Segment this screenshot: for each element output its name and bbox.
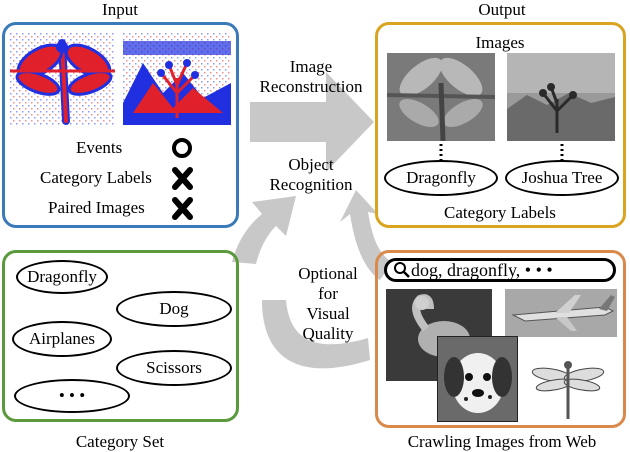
reconstructed-dragonfly-image xyxy=(387,53,495,141)
category-item-dog: Dog xyxy=(116,291,232,327)
input-title: Input xyxy=(102,0,138,19)
category-to-input-arrow xyxy=(232,196,296,264)
web-panel xyxy=(375,250,626,428)
optional-label: Optional for Visual Quality xyxy=(298,264,358,343)
image-reconstruction-label: Image Reconstruction xyxy=(259,57,363,96)
output-label-joshua-tree: Joshua Tree xyxy=(505,160,619,196)
output-label-dragonfly: Dragonfly xyxy=(384,160,498,196)
web-image-dragonfly xyxy=(528,345,608,421)
reconstruction-arrow xyxy=(250,72,374,172)
event-image-joshua-tree xyxy=(123,33,231,125)
category-labels-label: Category Labels xyxy=(40,168,152,187)
web-image-dog xyxy=(437,336,518,422)
web-image-airplane xyxy=(505,289,617,337)
search-text: dog, dragonfly, • • • xyxy=(411,259,553,280)
reconstructed-joshua-tree-image xyxy=(507,53,615,141)
search-icon xyxy=(394,262,410,278)
event-image-dragonfly xyxy=(10,33,115,125)
output-panel xyxy=(375,22,626,228)
output-title: Output xyxy=(478,0,526,19)
category-item-scissors: Scissors xyxy=(116,350,232,386)
input-panel xyxy=(2,22,239,228)
category-labels-caption: Category Labels xyxy=(444,203,556,222)
category-item-dragonfly: Dragonfly xyxy=(16,260,108,294)
category-item-airplanes: Airplanes xyxy=(12,321,112,357)
web-title: Crawling Images from Web xyxy=(407,432,597,451)
events-label: Events xyxy=(76,138,123,157)
search-bar: dog, dragonfly, • • • xyxy=(384,258,616,282)
category-set-panel xyxy=(2,250,239,422)
category-set-title: Category Set xyxy=(75,432,165,451)
web-to-input-arrow xyxy=(262,300,370,369)
images-label: Images xyxy=(475,33,525,52)
paired-images-label: Paired Images xyxy=(48,198,145,217)
category-item-more: • • • xyxy=(14,379,130,413)
object-recognition-label: Object Recognition xyxy=(269,155,353,194)
